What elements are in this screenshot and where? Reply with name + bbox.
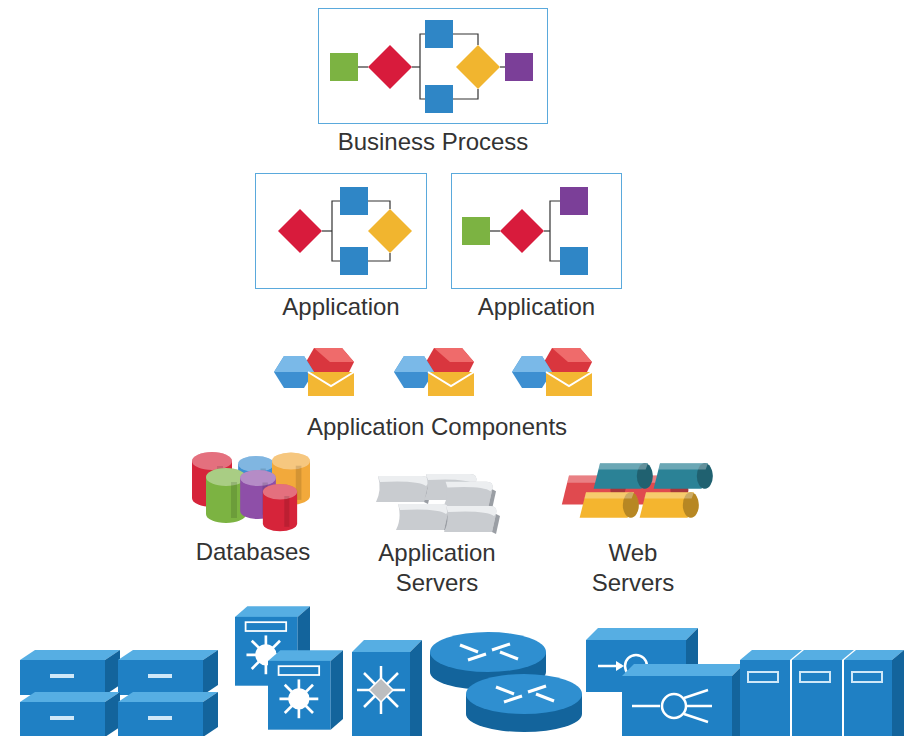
core-switch — [352, 640, 422, 736]
layer-label: Databases — [173, 537, 333, 567]
web-server-icons — [562, 463, 713, 518]
process-box: Business Process — [318, 8, 548, 124]
database-icons — [192, 452, 310, 531]
layer-label: Application Components — [277, 412, 597, 442]
application-shapes — [278, 187, 412, 275]
layer-label: Web Servers — [573, 538, 693, 598]
process-box: Application — [255, 173, 427, 289]
app-server-icons — [376, 474, 500, 534]
layer-label: Application Servers — [367, 538, 507, 598]
process-shapes — [330, 20, 533, 113]
application-flow — [490, 201, 560, 261]
layer-caption: Application — [478, 293, 595, 321]
router-icons — [430, 632, 582, 732]
component-icons — [274, 348, 592, 396]
switch-icons — [235, 606, 343, 729]
server-boxes — [20, 650, 218, 736]
load-balancers — [586, 628, 744, 736]
application-shapes — [462, 187, 588, 275]
process-box: Application — [451, 173, 622, 289]
layer-caption: Business Process — [338, 128, 529, 156]
rack-servers — [740, 650, 904, 736]
layer-caption: Application — [282, 293, 399, 321]
